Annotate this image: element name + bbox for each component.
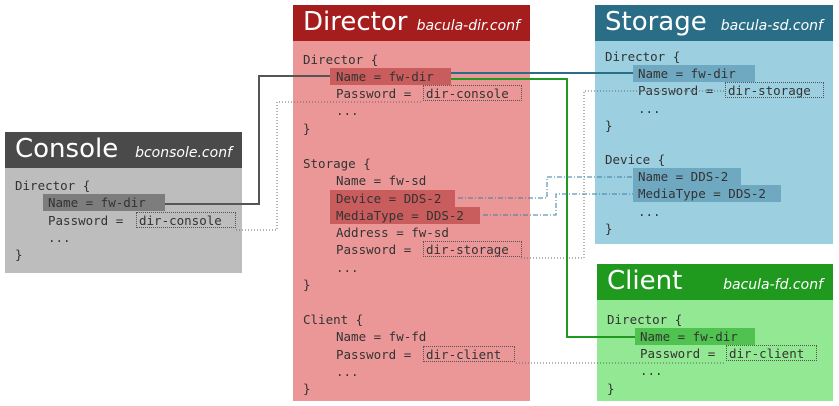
director-line: Name = fw-dir (336, 69, 434, 84)
client-password-box (423, 346, 515, 362)
storage-password-value: dir-storage (426, 242, 509, 257)
director-line: Client { (303, 312, 364, 327)
director-line: Password = (336, 242, 412, 257)
director-line: Address = fw-sd (336, 225, 449, 240)
client-header: Client bacula-fd.conf (597, 264, 833, 300)
director-line: Device = DDS-2 (336, 191, 442, 206)
console-title: Console (15, 134, 119, 164)
console-config: Director { Name = fw-dir Password = dir-… (5, 168, 242, 273)
director-line: } (303, 121, 311, 136)
storage-line: Name = fw-dir (638, 66, 736, 81)
storage-header: Storage bacula-sd.conf (595, 5, 833, 41)
director-line: Password = (336, 86, 412, 101)
console-line: ... (48, 230, 71, 245)
storage-line: } (605, 221, 613, 236)
client-line: ... (640, 363, 663, 378)
client-director-password-box (726, 345, 817, 361)
client-director-name-highlight (635, 328, 755, 345)
director-title: Director (303, 7, 408, 37)
client-password-value: dir-client (426, 347, 502, 362)
director-line: ... (336, 103, 359, 118)
client-password-value: dir-client (729, 346, 805, 361)
client-filename: bacula-fd.conf (723, 277, 823, 293)
director-filename: bacula-dir.conf (416, 18, 520, 34)
console-line: Director { (15, 178, 91, 193)
console-password-box (136, 212, 236, 228)
client-line: } (607, 381, 615, 396)
director-header: Director bacula-dir.conf (293, 5, 530, 41)
storage-line: Name = DDS-2 (638, 169, 729, 184)
director-line: Director { (303, 52, 379, 67)
director-line: Name = fw-fd (336, 329, 427, 344)
console-line: } (15, 247, 23, 262)
storage-director-name-highlight (633, 65, 755, 82)
console-name-highlight (43, 194, 165, 211)
storage-panel: Storage bacula-sd.conf Director { Name =… (595, 5, 833, 244)
storage-line: MediaType = DDS-2 (638, 186, 766, 201)
director-line: MediaType = DDS-2 (336, 208, 464, 223)
director-line: Password = (336, 347, 412, 362)
storage-filename: bacula-sd.conf (720, 18, 823, 34)
storage-line: Director { (605, 49, 681, 64)
director-line: ... (336, 260, 359, 275)
console-password-value: dir-console (139, 213, 222, 228)
client-line: Password = (640, 346, 716, 361)
storage-director-password-box (725, 82, 824, 98)
console-line: Name = fw-dir (48, 195, 146, 210)
director-line: Name = fw-sd (336, 173, 427, 188)
director-line: ... (336, 364, 359, 379)
storage-line: Device { (605, 152, 666, 167)
client-title: Client (607, 266, 683, 296)
console-line: Password = (48, 213, 124, 228)
storage-password-value: dir-storage (728, 83, 811, 98)
storage-line: ... (638, 204, 661, 219)
storage-line: ... (638, 101, 661, 116)
console-filename: bconsole.conf (135, 145, 232, 161)
director-name-highlight (330, 68, 451, 85)
storage-line: Password = (638, 83, 714, 98)
director-line: Storage { (303, 156, 371, 171)
console-panel: Console bconsole.conf Director { Name = … (5, 132, 242, 273)
director-line: } (303, 277, 311, 292)
console-header: Console bconsole.conf (5, 132, 242, 168)
storage-line: } (605, 118, 613, 133)
storage-title: Storage (605, 7, 707, 37)
director-password-value: dir-console (426, 86, 509, 101)
director-panel: Director bacula-dir.conf Director { Name… (293, 5, 530, 401)
director-line: } (303, 381, 311, 396)
client-line: Director { (607, 312, 683, 327)
storage-config: Director { Name = fw-dir Password = dir-… (595, 41, 833, 244)
client-line: Name = fw-dir (640, 329, 738, 344)
client-panel: Client bacula-fd.conf Director { Name = … (597, 264, 833, 401)
director-config: Director { Name = fw-dir Password = dir-… (293, 41, 530, 401)
client-config: Director { Name = fw-dir Password = dir-… (597, 300, 833, 401)
